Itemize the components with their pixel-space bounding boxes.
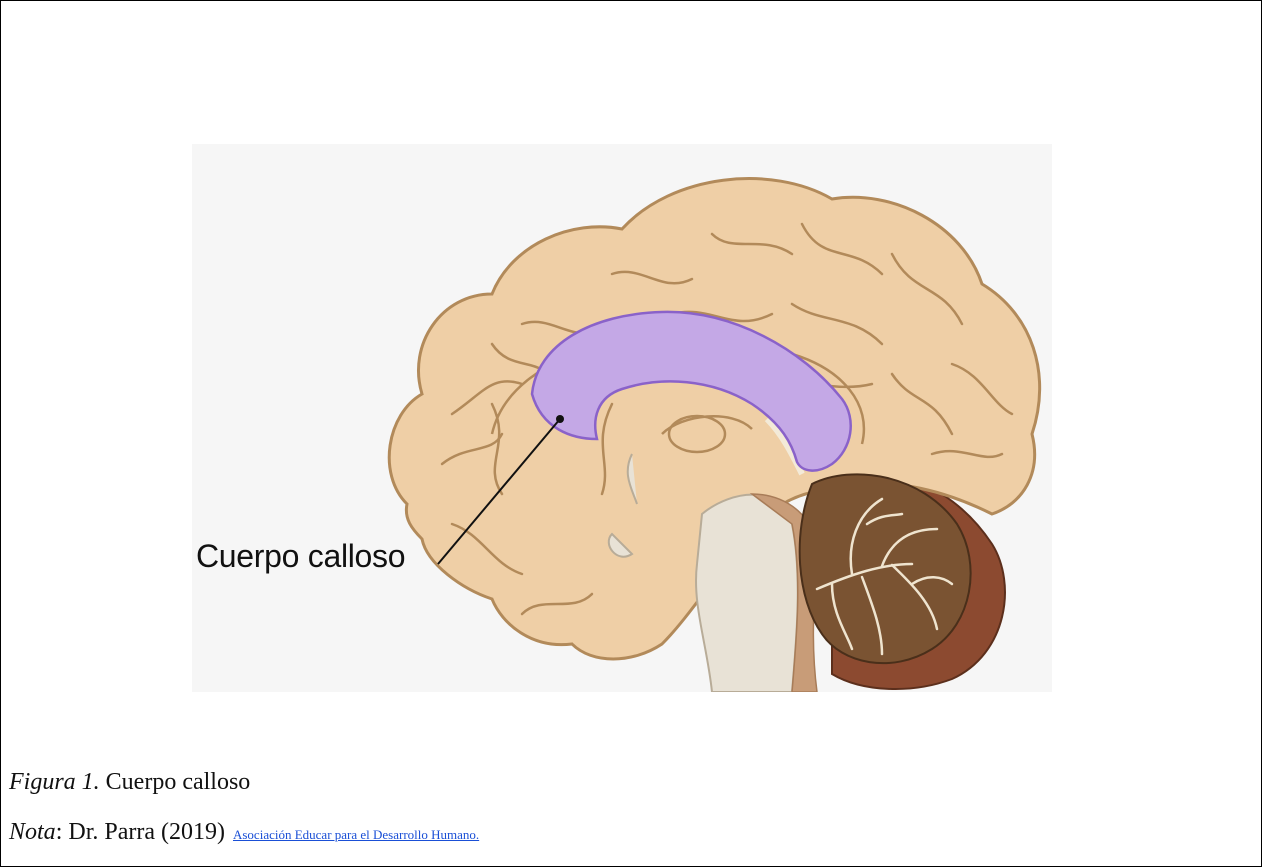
figure-note: Nota: Dr. Parra (2019) Asociación Educar… bbox=[9, 819, 479, 846]
brain-illustration bbox=[192, 144, 1052, 692]
figure-title: Cuerpo calloso bbox=[106, 769, 251, 795]
note-label: Nota bbox=[9, 819, 56, 845]
brainstem bbox=[696, 495, 798, 692]
source-link[interactable]: Asociación Educar para el Desarrollo Hum… bbox=[233, 827, 479, 842]
figure-number: Figura 1. bbox=[9, 769, 106, 795]
callout-label: Cuerpo calloso bbox=[196, 538, 405, 575]
note-text: : Dr. Parra (2019) bbox=[56, 819, 231, 845]
figure-caption: Figura 1. Cuerpo calloso bbox=[9, 769, 250, 796]
